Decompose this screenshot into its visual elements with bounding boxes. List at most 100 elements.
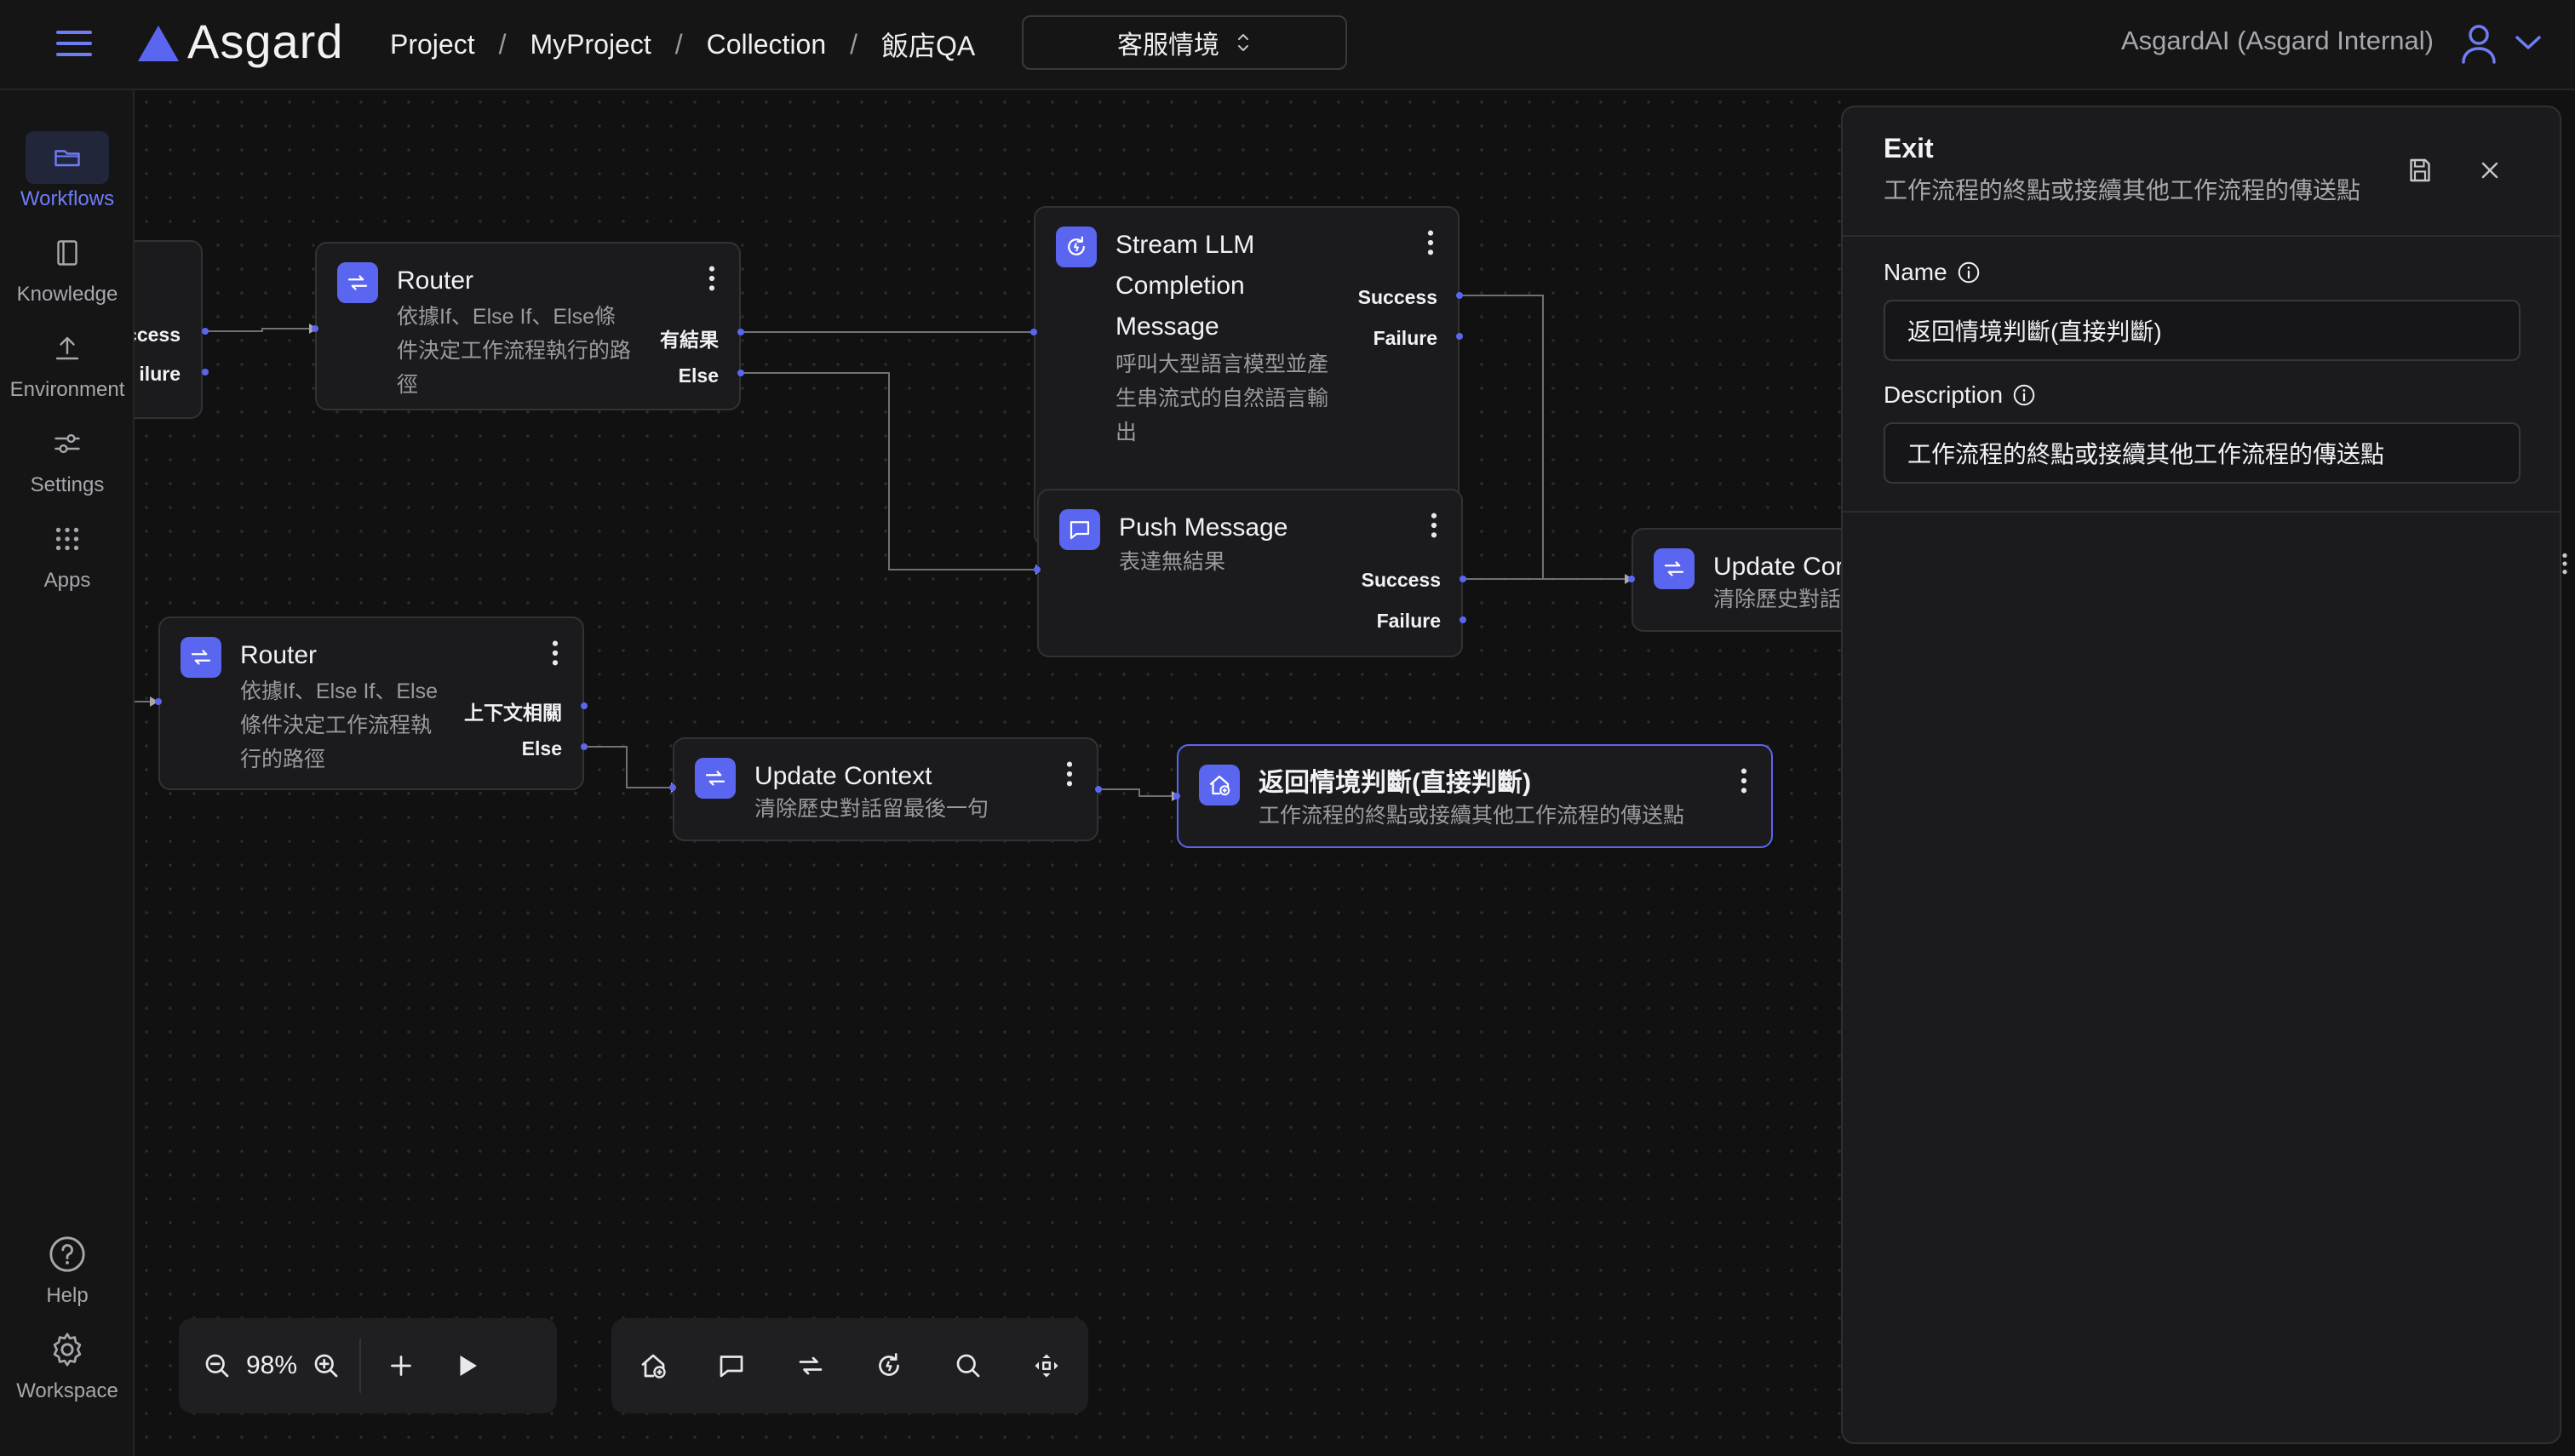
- node-port-else: Else: [521, 737, 562, 760]
- add-node-button[interactable]: [370, 1328, 433, 1403]
- port-handle[interactable]: [1460, 576, 1466, 582]
- organization-name: AsgardAI (Asgard Internal): [2120, 26, 2434, 55]
- menu-icon[interactable]: [53, 24, 95, 63]
- breadcrumb-collection[interactable]: Collection: [706, 28, 827, 60]
- description-input[interactable]: [1884, 422, 2521, 484]
- node-title: Router: [397, 267, 474, 295]
- info-icon[interactable]: [2011, 382, 2037, 408]
- upload-icon: [52, 333, 83, 364]
- node-update-context-partial[interactable]: Update Cor 清除歷史對話: [1632, 528, 1841, 632]
- panel-title: Exit: [1884, 133, 1934, 163]
- node-partial-left[interactable]: ccess ilure: [135, 240, 203, 419]
- name-label: Name: [1884, 259, 1981, 286]
- plus-icon: [386, 1350, 416, 1381]
- node-port-success: ccess: [135, 324, 181, 346]
- node-port-success: Success: [1357, 286, 1437, 308]
- port-handle[interactable]: [737, 370, 744, 376]
- sidebar-item-label: Environment: [9, 378, 125, 401]
- help-icon: [48, 1235, 87, 1274]
- edge: [1460, 295, 1625, 580]
- node-exit-selected[interactable]: 返回情境判斷(直接判斷) 工作流程的終點或接續其他工作流程的傳送點: [1177, 744, 1773, 848]
- chevron-down-icon[interactable]: [2514, 32, 2543, 53]
- user-icon[interactable]: [2459, 22, 2498, 65]
- node-menu-icon[interactable]: [135, 266, 140, 295]
- edge: [205, 328, 309, 332]
- node-description: 件決定工作流程執行的路: [397, 339, 632, 363]
- port-handle[interactable]: [1456, 333, 1463, 340]
- search-node-button[interactable]: [931, 1328, 1006, 1403]
- node-port-context-related: 上下文相關: [464, 702, 562, 724]
- node-description: 呼叫大型語言模型並產: [1115, 353, 1329, 376]
- sidebar-item-label: Knowledge: [16, 283, 118, 306]
- add-llm-node-button[interactable]: [852, 1328, 926, 1403]
- chat-icon: [716, 1350, 747, 1381]
- port-handle[interactable]: [737, 329, 744, 335]
- port-handle[interactable]: [1030, 329, 1037, 335]
- save-button[interactable]: [2405, 155, 2435, 186]
- sliders-icon: [52, 428, 83, 459]
- info-icon[interactable]: [1956, 260, 1981, 285]
- zoom-out-icon: [202, 1350, 232, 1381]
- breadcrumb-workflow[interactable]: 飯店QA: [881, 31, 976, 61]
- environment-select[interactable]: 客服情境: [1022, 15, 1347, 70]
- breadcrumb-separator: /: [674, 28, 683, 60]
- zoom-toolbar: 98%: [179, 1318, 557, 1413]
- node-menu-icon[interactable]: [547, 639, 564, 668]
- port-handle[interactable]: [1628, 576, 1635, 582]
- node-update-context[interactable]: Update Context 清除歷史對話留最後一句: [673, 737, 1098, 841]
- sidebar-item-settings[interactable]: Settings: [0, 417, 135, 506]
- port-handle[interactable]: [1095, 786, 1102, 793]
- node-port-has-result: 有結果: [660, 329, 719, 351]
- sidebar-item-apps[interactable]: Apps: [0, 513, 135, 601]
- port-handle[interactable]: [581, 702, 588, 709]
- node-description: 依據If、Else If、Else條: [397, 305, 616, 329]
- node-menu-icon[interactable]: [1425, 511, 1442, 540]
- breadcrumb-project[interactable]: Project: [390, 28, 475, 60]
- zoom-out-button[interactable]: [192, 1328, 242, 1403]
- node-router[interactable]: Router 依據If、Else If、Else 條件決定工作流程執 行的路徑 …: [158, 616, 584, 790]
- sidebar-item-workspace[interactable]: Workspace: [0, 1323, 135, 1412]
- route-icon: [695, 758, 736, 799]
- zoom-level: 98%: [245, 1351, 298, 1379]
- node-router[interactable]: Router 依據If、Else If、Else條 件決定工作流程執行的路 徑 …: [315, 242, 741, 410]
- name-label-text: Name: [1884, 259, 1947, 285]
- zoom-in-button[interactable]: [301, 1328, 351, 1403]
- port-handle[interactable]: [202, 369, 209, 375]
- close-button[interactable]: [2476, 157, 2503, 184]
- node-description: 出: [1115, 421, 1138, 444]
- folder-icon: [52, 142, 83, 173]
- sidebar-item-environment[interactable]: Environment: [0, 322, 135, 410]
- workflow-canvas[interactable]: ccess ilure Router 依據If、Else If、Else條 件決…: [135, 90, 1841, 1456]
- port-handle[interactable]: [1034, 566, 1041, 573]
- node-title: Message: [1115, 312, 1219, 341]
- node-description: 生串流式的自然語言輸: [1115, 387, 1329, 410]
- name-input[interactable]: [1884, 300, 2521, 361]
- breadcrumb-myproject[interactable]: MyProject: [530, 28, 651, 60]
- node-menu-icon[interactable]: [1422, 228, 1439, 257]
- node-push-message[interactable]: Push Message 表達無結果 Success Failure: [1037, 489, 1463, 657]
- node-menu-icon[interactable]: [703, 264, 720, 293]
- sidebar-item-workflows[interactable]: Workflows: [0, 131, 135, 220]
- fit-view-button[interactable]: [1009, 1328, 1084, 1403]
- port-handle[interactable]: [1173, 793, 1180, 800]
- sidebar-item-help[interactable]: Help: [0, 1228, 135, 1316]
- port-handle[interactable]: [581, 743, 588, 750]
- port-handle[interactable]: [202, 328, 209, 335]
- run-workflow-button[interactable]: [433, 1328, 501, 1403]
- node-menu-icon[interactable]: [1061, 760, 1078, 788]
- node-title: Update Context: [754, 762, 932, 790]
- port-handle[interactable]: [312, 325, 318, 332]
- add-router-node-button[interactable]: [773, 1328, 848, 1403]
- add-exit-node-button[interactable]: [616, 1328, 691, 1403]
- add-message-node-button[interactable]: [694, 1328, 769, 1403]
- brand-name: Asgard: [187, 14, 344, 68]
- port-handle[interactable]: [669, 784, 676, 791]
- sidebar-item-knowledge[interactable]: Knowledge: [0, 226, 135, 315]
- node-menu-icon[interactable]: [1735, 766, 1752, 795]
- route-icon: [181, 637, 221, 678]
- node-toolbar: [611, 1318, 1088, 1413]
- kebab-icon[interactable]: [2560, 548, 2570, 579]
- port-handle[interactable]: [155, 698, 162, 705]
- port-handle[interactable]: [1456, 292, 1463, 299]
- port-handle[interactable]: [1460, 616, 1466, 623]
